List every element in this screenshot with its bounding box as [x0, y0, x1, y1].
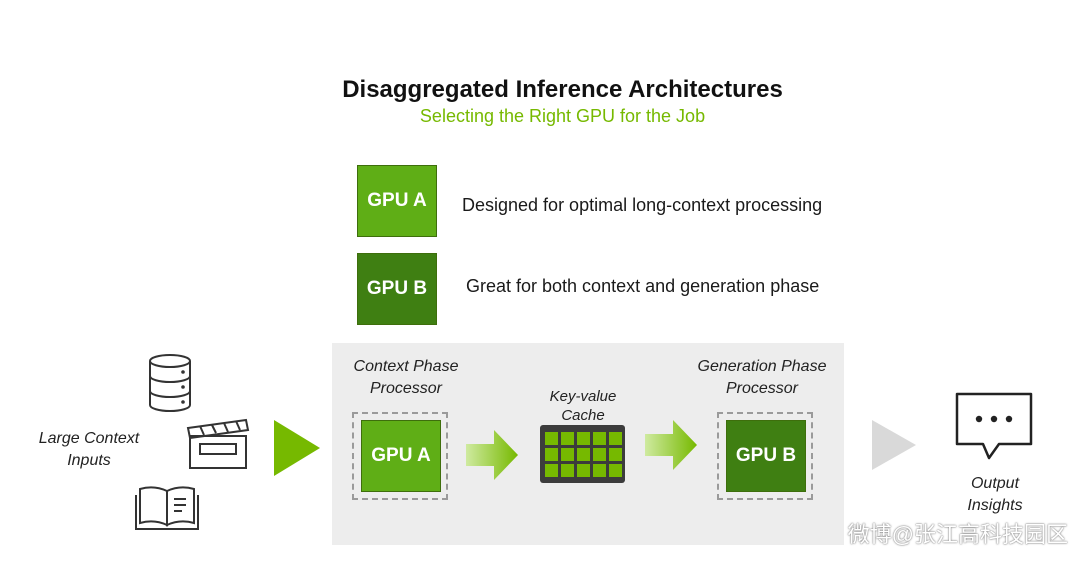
kv-cache-cell: [577, 432, 590, 445]
context-phase-label-line2: Processor: [369, 380, 443, 397]
kv-cache-cell: [561, 464, 574, 477]
generation-gpu-b-chip: GPU B: [726, 420, 806, 492]
kv-cache-cell: [609, 432, 622, 445]
generation-phase-label-line1: Generation Phase: [697, 358, 827, 375]
kv-cache-cell: [545, 464, 558, 477]
legend-gpu-a-description: Designed for optimal long-context proces…: [462, 195, 823, 215]
output-label-line2: Insights: [967, 497, 1023, 514]
input-label: Large Context Inputs: [26, 428, 152, 472]
kv-cache-cell: [593, 464, 606, 477]
kv-cache-grid-icon: [540, 425, 625, 483]
legend-gpu-b-chip: GPU B: [357, 253, 437, 325]
legend-gpu-b-description: Great for both context and generation ph…: [466, 276, 820, 296]
kv-cache-cell: [593, 448, 606, 461]
chat-bubble-icon: [955, 392, 1033, 460]
context-phase-label: Context Phase Processor: [336, 356, 476, 400]
kv-cache-cell: [609, 464, 622, 477]
kv-cache-cell: [577, 464, 590, 477]
kv-cache-cell: [593, 432, 606, 445]
generation-phase-label: Generation Phase Processor: [682, 356, 842, 400]
output-label-line1: Output: [970, 475, 1020, 492]
kv-cache-cell: [561, 448, 574, 461]
context-phase-label-line1: Context Phase: [353, 358, 459, 375]
clapperboard-icon: [186, 418, 250, 469]
input-label-line1: Large Context: [38, 430, 140, 447]
cache-label: Key-value Cache: [536, 387, 630, 425]
generation-phase-slot: [717, 412, 813, 500]
kv-cache-cell: [561, 432, 574, 445]
context-gpu-a-chip: GPU A: [361, 420, 441, 492]
diagram-title: Disaggregated Inference Architectures: [342, 76, 783, 103]
output-arrow-icon: [872, 420, 916, 470]
legend-gpu-a-chip: GPU A: [357, 165, 437, 237]
generation-arrow-icon: [645, 420, 697, 470]
database-icon: [149, 354, 191, 412]
output-label: Output Insights: [945, 473, 1045, 517]
generation-phase-label-line2: Processor: [725, 380, 799, 397]
kv-cache-cell: [609, 448, 622, 461]
kv-cache-cell: [577, 448, 590, 461]
cache-label-line2: Cache: [561, 407, 605, 424]
kv-cache-cell: [545, 432, 558, 445]
kv-arrow-icon: [466, 430, 518, 480]
watermark: 微博@张江高科技园区: [847, 522, 1068, 547]
book-icon: [135, 486, 199, 530]
kv-cache-cell: [545, 448, 558, 461]
context-phase-slot: [352, 412, 448, 500]
diagram-subtitle: Selecting the Right GPU for the Job: [419, 106, 706, 126]
input-label-line2: Inputs: [67, 452, 111, 469]
cache-label-line1: Key-value: [549, 388, 617, 405]
input-arrow-icon: [274, 420, 320, 476]
